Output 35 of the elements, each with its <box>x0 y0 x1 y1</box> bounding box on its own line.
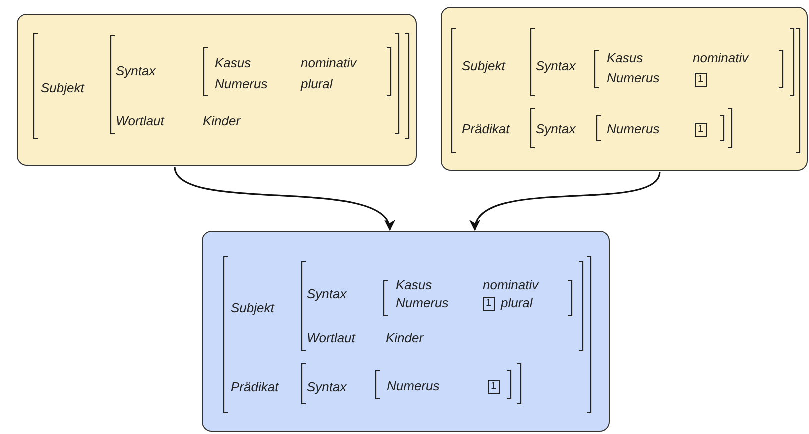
attribute-name: Kasus <box>215 56 252 70</box>
attribute-name: Subjekt <box>462 60 506 72</box>
attribute-name: Numerus <box>215 78 268 90</box>
coindex-tag: 1 <box>488 380 500 394</box>
attribute-value: nominativ <box>483 278 539 292</box>
attribute-value: Kinder <box>203 114 241 128</box>
feature-structure-box <box>441 7 808 171</box>
curved-arrow <box>472 172 661 232</box>
attribute-name: Prädikat <box>462 122 510 136</box>
attribute-value: nominativ <box>301 56 357 70</box>
feature-structure-box <box>202 231 610 432</box>
attribute-value: nominativ <box>693 52 749 64</box>
attribute-name: Kasus <box>396 278 432 292</box>
attribute-name: Numerus <box>607 72 660 84</box>
coindex-tag: 1 <box>483 297 495 311</box>
attribute-value: plural <box>501 296 533 310</box>
attribute-name: Numerus <box>396 296 449 310</box>
attribute-name: Subjekt <box>231 302 274 314</box>
attribute-name: Wortlaut <box>307 332 356 344</box>
attribute-name: Syntax <box>536 60 576 72</box>
attribute-name: Syntax <box>307 288 347 300</box>
coindex-tag: 1 <box>695 73 707 87</box>
feature-structure-box <box>17 14 417 166</box>
attribute-name: Numerus <box>387 380 440 392</box>
attribute-value: plural <box>301 78 333 90</box>
attribute-name: Kasus <box>607 52 644 64</box>
attribute-name: Syntax <box>536 122 576 136</box>
attribute-value: Kinder <box>386 332 424 344</box>
attribute-name: Wortlaut <box>116 114 164 128</box>
attribute-name: Syntax <box>116 64 156 78</box>
attribute-name: Subjekt <box>41 82 84 94</box>
attribute-name: Syntax <box>307 380 347 394</box>
coindex-tag: 1 <box>695 123 707 137</box>
attribute-name: Numerus <box>607 122 660 136</box>
attribute-name: Prädikat <box>231 380 279 394</box>
